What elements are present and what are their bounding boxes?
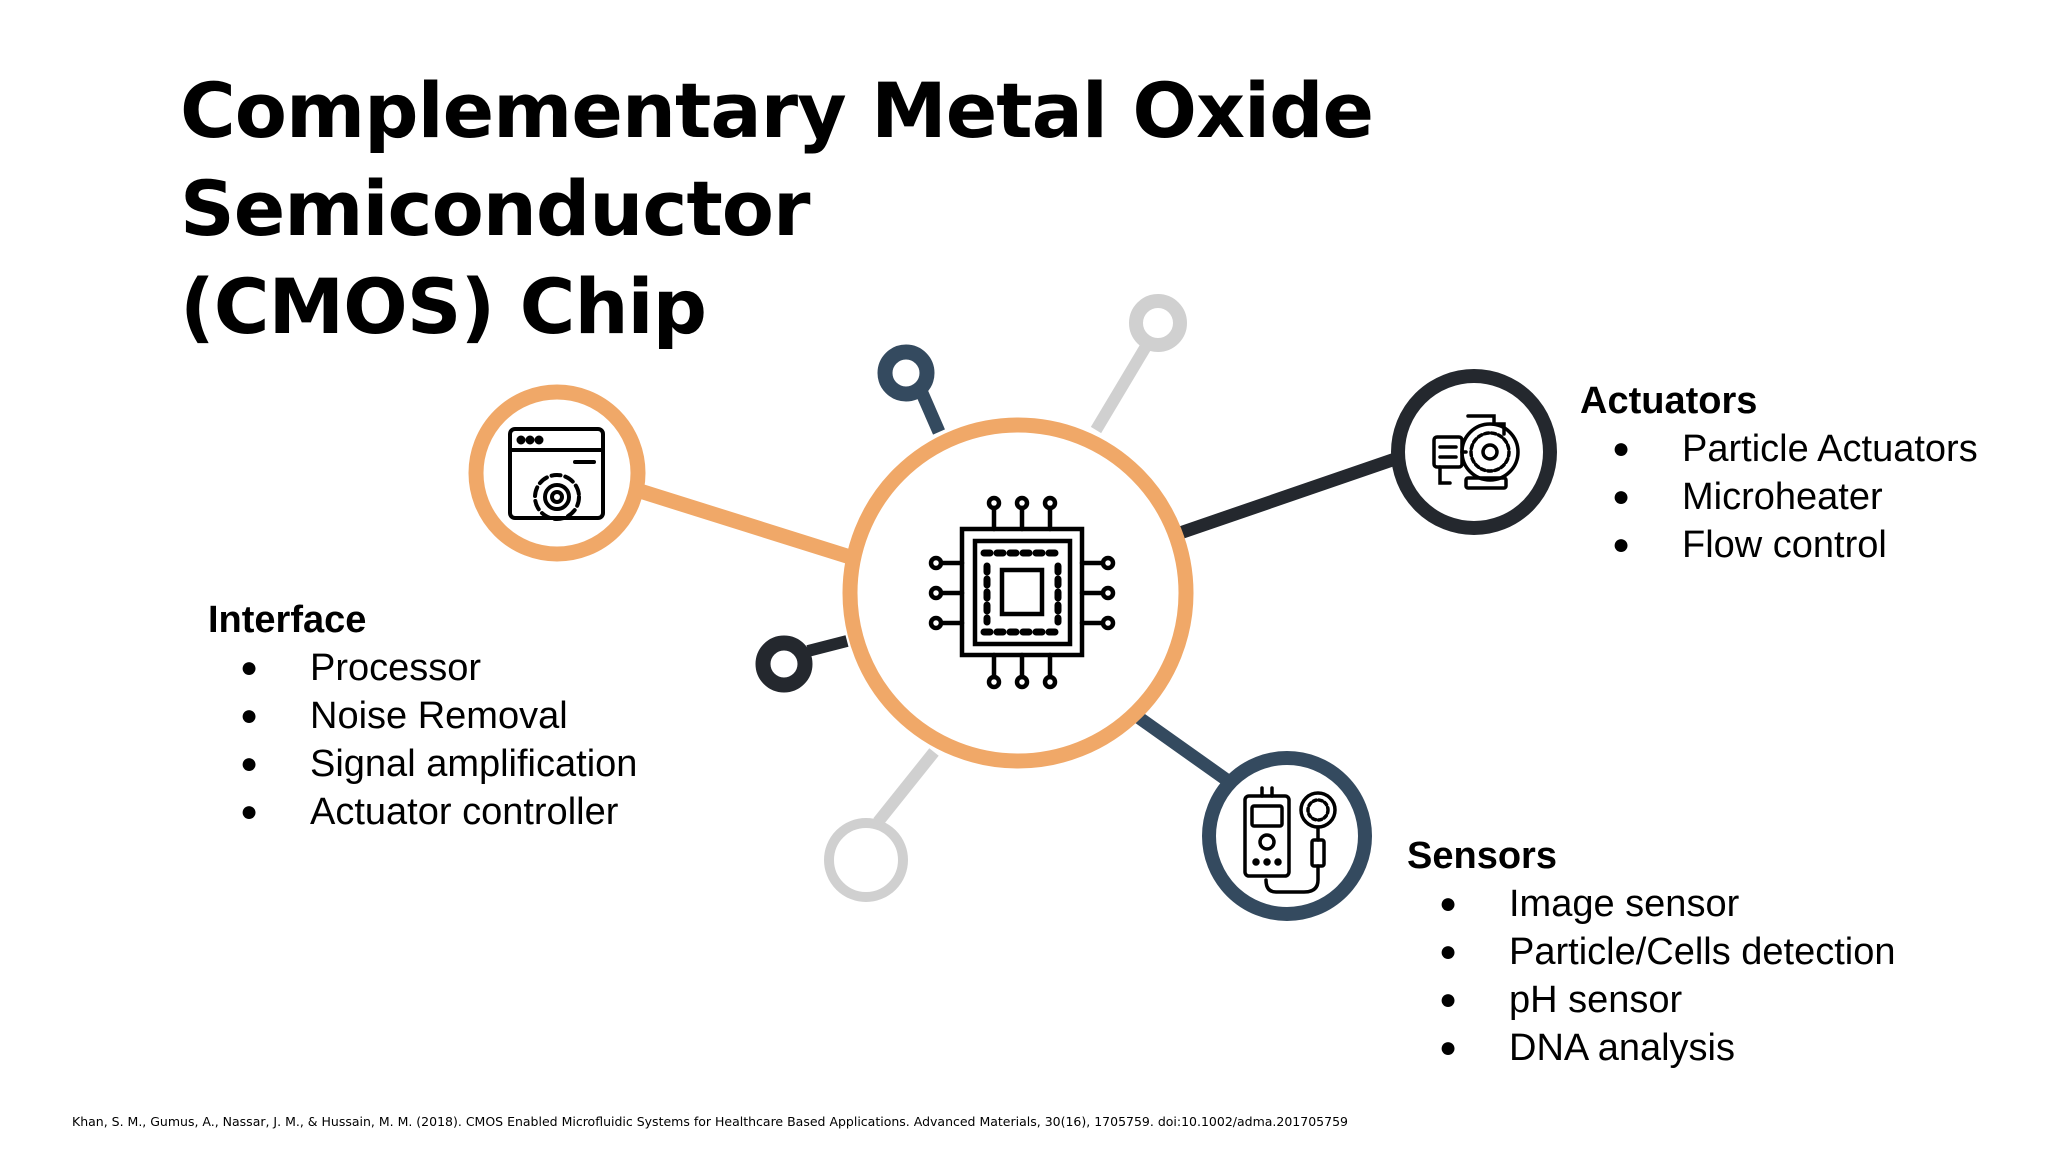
connector-actuators [1177,451,1401,540]
sensors-group: Sensors Image sensor Particle/Cells dete… [1407,832,1896,1072]
connector-interface [637,483,853,565]
interface-list: Processor Noise Removal Signal amplifica… [208,644,637,836]
sensor-meter-icon [1243,786,1337,894]
node-top-navy [877,344,935,402]
connector-top-navy [916,390,945,435]
actuators-node [1391,369,1557,535]
interface-item-noise-removal: Noise Removal [208,692,637,740]
connector-left-dark [806,635,849,657]
connector-bottom-gray [873,748,939,826]
settings-window-icon [508,427,605,521]
sensors-item-dna-analysis: DNA analysis [1407,1024,1896,1072]
sensors-item-ph-sensor: pH sensor [1407,976,1896,1024]
interface-heading: Interface [208,599,367,641]
hub-circle [842,417,1194,769]
node-left-dark [755,635,813,693]
sensors-item-image-sensor: Image sensor [1407,880,1896,928]
actuators-heading: Actuators [1580,380,1758,422]
node-top-gray [1129,294,1187,352]
interface-item-signal-amplification: Signal amplification [208,740,637,788]
title-line-1: Complementary Metal Oxide Semiconductor [180,66,1374,253]
connector-sensors [1134,711,1242,794]
actuator-motor-icon [1432,414,1520,490]
connector-top-gray [1090,339,1154,434]
sensors-item-cells-detection: Particle/Cells detection [1407,928,1896,976]
actuators-list: Particle Actuators Microheater Flow cont… [1580,425,1978,569]
title-line-2: (CMOS) Chip [180,262,707,351]
actuators-group: Actuators Particle Actuators Microheater… [1580,377,1978,569]
cpu-chip-icon [928,495,1116,690]
interface-node [468,384,646,562]
actuators-item-microheater: Microheater [1580,473,1978,521]
interface-item-actuator-controller: Actuator controller [208,788,637,836]
slide-title: Complementary Metal Oxide Semiconductor … [180,62,1880,356]
sensors-list: Image sensor Particle/Cells detection pH… [1407,880,1896,1072]
sensors-heading: Sensors [1407,835,1557,877]
interface-item-processor: Processor [208,644,637,692]
connector-lines [637,339,1401,826]
actuators-item-flow-control: Flow control [1580,521,1978,569]
interface-group: Interface Processor Noise Removal Signal… [208,596,637,836]
node-bottom-gray [824,818,908,902]
actuators-item-particle-actuators: Particle Actuators [1580,425,1978,473]
citation: Khan, S. M., Gumus, A., Nassar, J. M., &… [72,1114,1348,1129]
